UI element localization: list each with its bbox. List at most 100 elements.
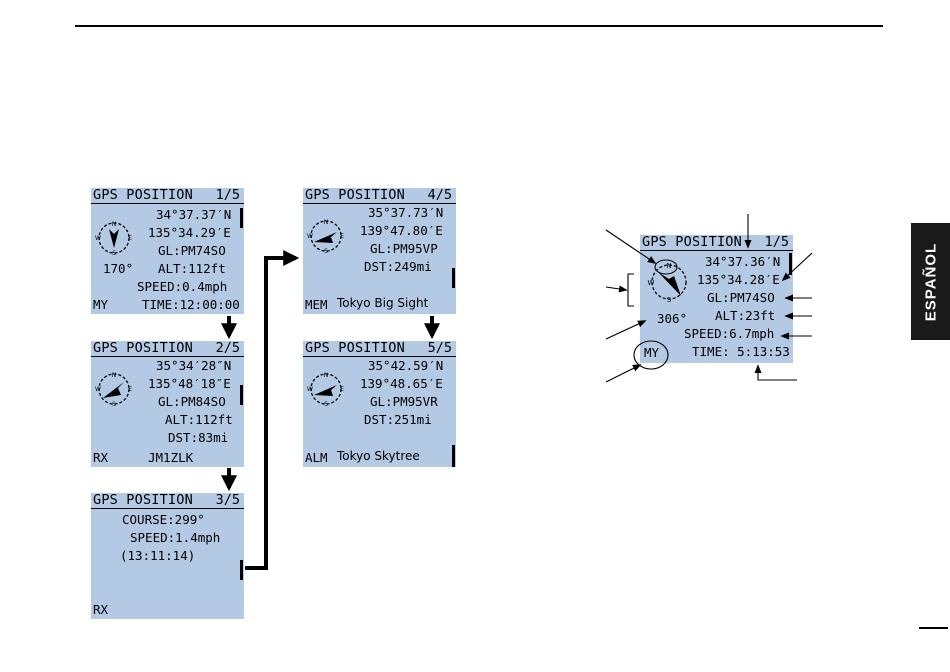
compass-icon: N S W E [307, 219, 344, 255]
grid-locator: GL:PM95VP [370, 241, 438, 256]
heading: 170° [103, 261, 134, 276]
title-divider [91, 356, 244, 357]
header-rule [75, 25, 883, 27]
page-number-rule [919, 627, 948, 629]
svg-text:E: E [128, 386, 132, 393]
compass-icon: N S W E [307, 372, 344, 408]
page-indicator: 5/5 [427, 341, 452, 356]
callsign: JM1ZLK [148, 450, 194, 465]
svg-text:S: S [112, 250, 116, 257]
language-tab-label: ESPAÑOL [922, 242, 939, 321]
svg-text:W: W [307, 233, 313, 240]
svg-text:W: W [307, 386, 313, 393]
mode-label: MEM [305, 297, 328, 312]
longitude: 135°34.29′E [148, 225, 231, 240]
svg-text:W: W [648, 279, 655, 287]
time: TIME:12:00:00 [142, 297, 240, 312]
language-tab: ESPAÑOL [911, 223, 950, 340]
compass-bracket [627, 273, 634, 307]
svg-text:N: N [112, 372, 117, 379]
latitude: 34°37.36′N [705, 254, 781, 269]
screen-title: GPS POSITION [305, 341, 405, 356]
title-divider [303, 356, 456, 357]
longitude: 135°48′18″E [148, 376, 231, 391]
svg-text:S: S [667, 296, 672, 304]
mode-label: RX [93, 602, 109, 617]
altitude: ALT:23ft [715, 308, 776, 323]
altitude: ALT:112ft [165, 412, 233, 427]
page-indicator: 2/5 [215, 341, 240, 356]
title-divider [91, 203, 244, 204]
mode-label: ALM [305, 450, 328, 465]
time: TIME: 5:13:53 [692, 344, 790, 359]
svg-text:E: E [340, 233, 344, 240]
latitude: 35°37.73′N [368, 205, 444, 220]
grid-locator: GL:PM74SO [158, 243, 226, 258]
mode-label: MY [644, 345, 660, 360]
page-indicator: 1/5 [215, 188, 240, 203]
memory-name: Tokyo Big Sight [337, 296, 429, 310]
svg-text:E: E [128, 235, 132, 242]
time: (13:11:14) [120, 548, 196, 563]
svg-text:N: N [112, 221, 117, 228]
course: COURSE:299° [122, 512, 205, 527]
mode-label: RX [93, 450, 109, 465]
title-divider [303, 203, 456, 204]
grid-locator: GL:PM95VR [370, 394, 438, 409]
latitude: 35°42.59′N [368, 358, 444, 373]
gps-screen-5: GPS POSITION 5/5 N S W E 35°42.59′N 139°… [303, 341, 456, 467]
screen-title: GPS POSITION [93, 341, 193, 356]
scrollbar [240, 560, 243, 580]
memory-name: Tokyo Skytree [337, 449, 420, 463]
distance: DST:83mi [168, 430, 229, 445]
screen-title: GPS POSITION [642, 235, 742, 250]
compass-icon: N S W [648, 262, 687, 304]
latitude: 35°34′28″N [156, 358, 232, 373]
screen-title: GPS POSITION [305, 188, 405, 203]
gps-screen-2: GPS POSITION 2/5 N S W E 35°34′28″N 135°… [91, 341, 244, 467]
gps-screen-4: GPS POSITION 4/5 N S W E 35°37.73′N 139°… [303, 188, 456, 314]
screen-title: GPS POSITION [93, 493, 193, 508]
scrollbar [452, 445, 455, 467]
grid-locator: GL:PM84SO [158, 394, 226, 409]
speed: SPEED:1.4mph [130, 530, 221, 545]
grid-locator: GL:PM74SO [707, 290, 775, 305]
arrow-3-to-4 [245, 250, 300, 570]
north-indicator-circle [654, 259, 678, 275]
latitude: 34°37.37′N [156, 207, 232, 222]
screen-title: GPS POSITION [93, 188, 193, 203]
page-indicator: 4/5 [427, 188, 452, 203]
page-indicator: 3/5 [215, 493, 240, 508]
scrollbar [240, 208, 243, 228]
gps-screen-3: GPS POSITION 3/5 COURSE:299° SPEED:1.4mp… [91, 493, 244, 619]
heading: 306° [657, 311, 688, 326]
title-divider [640, 250, 793, 251]
page-indicator: 1/5 [764, 235, 789, 250]
longitude: 139°48.65′E [360, 376, 443, 391]
svg-text:S: S [324, 248, 328, 255]
mode-circle [633, 340, 669, 370]
title-divider [91, 508, 244, 509]
scrollbar [789, 253, 792, 275]
longitude: 139°47.80′E [360, 223, 443, 238]
speed: SPEED:0.4mph [137, 279, 228, 294]
svg-text:N: N [324, 219, 329, 226]
gps-screen-1: GPS POSITION 1/5 N S W E 34°37.37′N 135°… [91, 188, 244, 314]
svg-text:W: W [95, 235, 101, 242]
speed: SPEED:6.7mph [684, 326, 775, 341]
gps-screen-annotated: GPS POSITION 1/5 N S W 34°37.36′N 135°34… [640, 235, 793, 363]
scrollbar [240, 385, 243, 405]
svg-text:W: W [95, 386, 101, 393]
mode-label: MY [93, 297, 109, 312]
scrollbar [452, 268, 455, 288]
svg-text:N: N [666, 262, 671, 270]
compass-icon: N S W E [95, 221, 132, 257]
svg-text:N: N [324, 372, 329, 379]
distance: DST:249mi [364, 259, 432, 274]
longitude: 135°34.28′E [697, 272, 780, 287]
svg-text:S: S [112, 401, 116, 408]
svg-text:E: E [340, 386, 344, 393]
compass-icon: N S W E [95, 372, 132, 408]
svg-text:S: S [324, 401, 328, 408]
